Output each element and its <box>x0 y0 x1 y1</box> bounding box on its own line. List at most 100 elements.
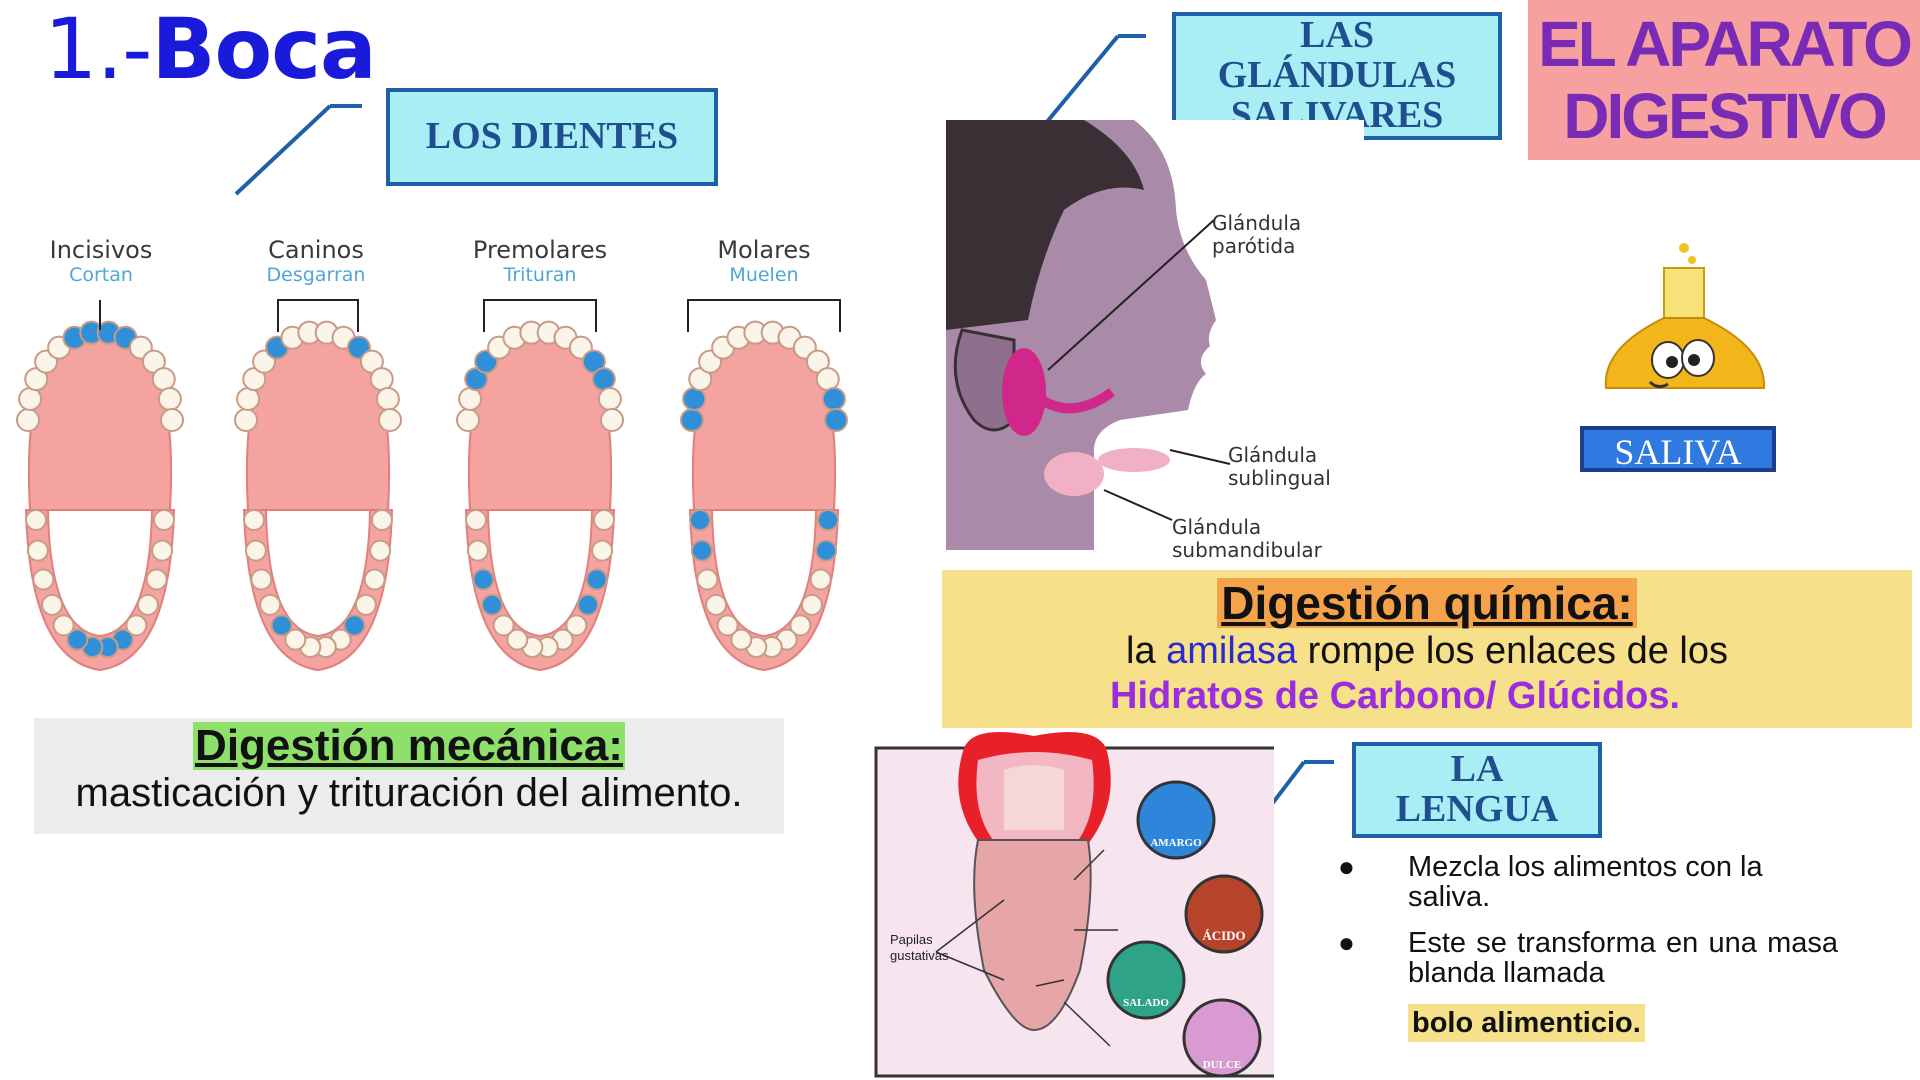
tooth <box>369 539 392 562</box>
tooth <box>243 509 265 531</box>
tooth <box>492 614 515 637</box>
tooth <box>682 386 707 411</box>
taste-amargo-label: AMARGO <box>1150 837 1202 849</box>
tooth <box>250 568 273 591</box>
tooth <box>26 539 49 562</box>
tooth <box>363 568 386 591</box>
dientes-connector <box>234 104 332 196</box>
list-item: ● Mezcla los alimentos con la saliva. <box>1338 851 1763 913</box>
bracket <box>687 299 841 332</box>
tooth-action: Trituran <box>503 264 577 286</box>
tooth <box>371 509 393 531</box>
taste-salado-circle <box>1106 940 1186 1020</box>
tooth <box>465 509 487 531</box>
papilas-label-2: gustativas <box>890 948 949 963</box>
tooth <box>689 509 711 531</box>
tooth <box>815 367 840 392</box>
tooth <box>680 408 704 432</box>
tooth <box>284 628 307 651</box>
tooth <box>690 539 713 562</box>
taste-acido-label: ÁCIDO <box>1202 928 1245 943</box>
tooth-action: Desgarran <box>266 264 366 286</box>
tooth-type-premolares: Premolares Trituran <box>440 236 640 286</box>
tooth <box>236 386 261 411</box>
tooth <box>153 509 175 531</box>
tooth <box>481 593 504 616</box>
lengua-bullet-list: ● Mezcla los alimentos con la saliva. ● … <box>1338 852 1838 1042</box>
digestion-mecanica-title: Digestión mecánica: <box>193 721 625 770</box>
tooth <box>244 539 267 562</box>
tongue-taste-illustration: AMARGO ÁCIDO SALADO DULCE Papilas gustat… <box>874 732 1274 1078</box>
tooth-name: Incisivos <box>49 236 153 264</box>
parotid-gland <box>1002 348 1046 436</box>
tooth <box>354 593 377 616</box>
tooth <box>125 614 148 637</box>
tooth <box>41 593 64 616</box>
page-title: 1.-Boca <box>44 0 377 98</box>
tooth <box>25 509 47 531</box>
tooth <box>369 367 394 392</box>
tooth <box>160 408 184 432</box>
tooth <box>466 539 489 562</box>
tooth <box>52 614 75 637</box>
tooth <box>472 568 495 591</box>
tooth-name: Molares <box>717 236 811 264</box>
tooth <box>591 539 614 562</box>
tooth <box>151 367 176 392</box>
tooth <box>378 408 402 432</box>
tooth-action: Cortan <box>69 264 133 286</box>
tooth <box>705 593 728 616</box>
label-parotida: Glándula parótida <box>1212 211 1302 258</box>
tooth <box>576 593 599 616</box>
tooth <box>270 614 293 637</box>
tooth <box>789 614 812 637</box>
bracket <box>483 299 597 332</box>
tooth-type-molares: Molares Muelen <box>664 236 864 286</box>
tooth <box>817 509 839 531</box>
tooth <box>151 539 174 562</box>
submandibular-gland <box>1044 452 1104 496</box>
tooth <box>730 628 753 651</box>
tooth <box>591 367 616 392</box>
tooth-action: Muelen <box>729 264 799 286</box>
tooth <box>234 408 258 432</box>
dientes-label: LOS DIENTES <box>386 88 718 186</box>
title-word: Boca <box>151 0 376 98</box>
tooth <box>259 593 282 616</box>
taste-salado-label: SALADO <box>1123 997 1169 1009</box>
tooth <box>145 568 168 591</box>
bracket <box>277 299 359 332</box>
hidratos-carbono-text: Hidratos de Carbono/ Glúcidos. <box>1110 675 1681 717</box>
label-sublingual: Glándula sublingual <box>1228 443 1331 490</box>
aparato-digestivo-banner: EL APARATO DIGESTIVO <box>1528 0 1920 160</box>
head-salivary-glands-illustration <box>944 120 1364 550</box>
saliva-label: SALIVA <box>1580 426 1776 472</box>
label-submandibular: Glándula submandibular <box>1172 515 1322 562</box>
tooth <box>716 614 739 637</box>
taste-acido-circle <box>1184 874 1264 954</box>
dental-arches-illustration <box>16 299 848 672</box>
tooth <box>593 509 615 531</box>
taste-dulce-label: DULCE <box>1203 1059 1242 1071</box>
tooth <box>506 628 529 651</box>
tooth <box>597 386 622 411</box>
taste-amargo-circle <box>1136 780 1216 860</box>
digestion-mecanica-text: masticación y trituración del alimento. <box>75 771 743 815</box>
tooth <box>565 614 588 637</box>
tooth-name: Caninos <box>268 236 364 264</box>
list-item: ● Este se transforma en una masa blanda … <box>1338 927 1838 989</box>
tooth <box>696 568 719 591</box>
papilas-label-1: Papilas <box>890 932 933 947</box>
tooth <box>824 408 848 432</box>
tooth <box>585 568 608 591</box>
bolo-alimenticio-highlight: bolo alimenticio. <box>1408 1004 1645 1042</box>
taste-dulce-circle <box>1182 998 1262 1078</box>
sublingual-gland <box>1098 448 1170 472</box>
amilasa-highlight: amilasa <box>1166 630 1298 672</box>
digestion-quimica-text: la amilasa rompe los enlaces de los <box>1126 630 1728 672</box>
saliva-flask-illustration <box>1604 243 1766 389</box>
tooth <box>821 386 846 411</box>
glandulas-label: LAS GLÁNDULAS SALIVARES <box>1172 12 1502 140</box>
digestion-quimica-title: Digestión química: <box>1217 578 1637 628</box>
tooth <box>66 628 89 651</box>
